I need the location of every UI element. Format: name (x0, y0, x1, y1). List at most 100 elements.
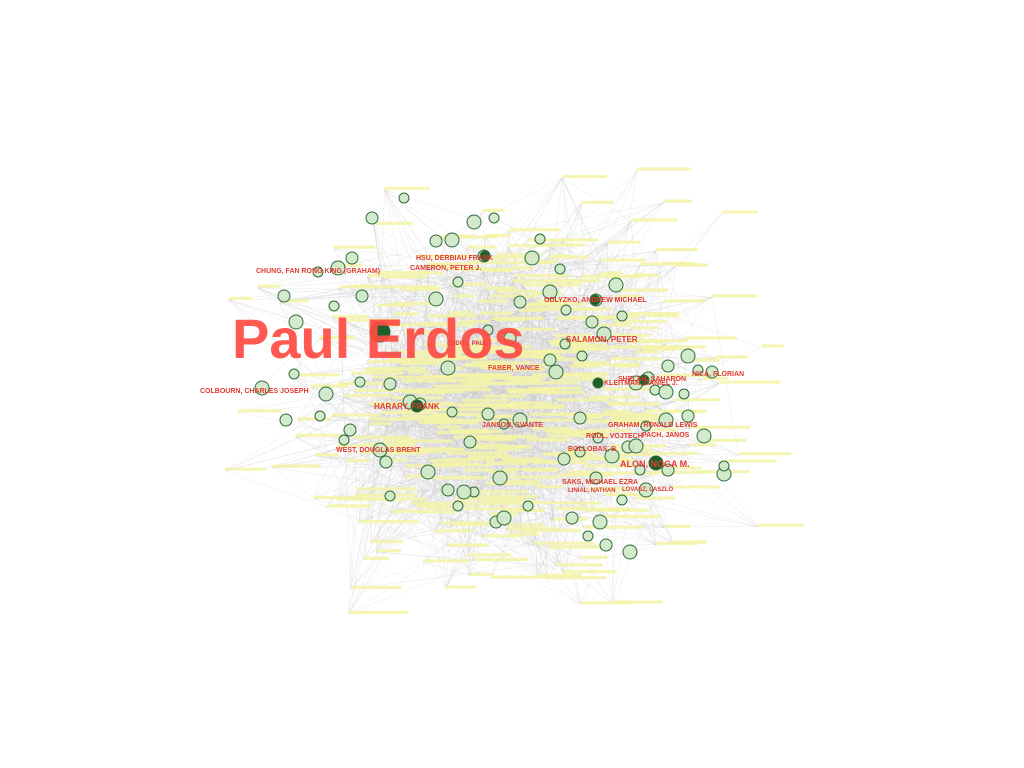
author-node[interactable] (354, 376, 366, 388)
author-node[interactable] (343, 423, 357, 437)
author-node[interactable] (661, 463, 675, 477)
author-node[interactable] (446, 406, 458, 418)
author-node[interactable] (599, 538, 613, 552)
minor-author-label (401, 379, 456, 383)
author-node[interactable] (638, 482, 654, 498)
author-node[interactable] (379, 455, 393, 469)
author-node[interactable] (661, 359, 675, 373)
author-node[interactable] (559, 338, 571, 350)
minor-author-label (496, 289, 538, 293)
author-node[interactable] (634, 464, 646, 476)
author-node[interactable] (428, 291, 444, 307)
author-node[interactable] (372, 442, 388, 458)
author-node[interactable] (692, 364, 704, 376)
author-node[interactable] (616, 310, 628, 322)
author-node[interactable] (680, 348, 696, 364)
author-node[interactable] (503, 331, 517, 345)
author-node[interactable] (640, 420, 652, 432)
author-node[interactable] (524, 250, 540, 266)
author-node[interactable] (328, 300, 340, 312)
high-degree-author-node[interactable] (479, 250, 491, 262)
author-node[interactable] (543, 353, 557, 367)
author-node[interactable] (705, 365, 719, 379)
author-node[interactable] (312, 266, 324, 278)
collaboration-edge (318, 285, 451, 340)
author-node[interactable] (440, 360, 456, 376)
author-node[interactable] (589, 471, 603, 485)
author-node[interactable] (279, 413, 293, 427)
author-node[interactable] (592, 514, 608, 530)
minor-author-label (290, 373, 340, 377)
author-node[interactable] (681, 409, 695, 423)
minor-author-label (568, 364, 599, 368)
author-node[interactable] (585, 315, 599, 329)
author-node[interactable] (596, 326, 612, 342)
author-node[interactable] (288, 368, 300, 380)
author-node[interactable] (554, 263, 566, 275)
author-node[interactable] (534, 233, 546, 245)
author-node[interactable] (608, 277, 624, 293)
author-node[interactable] (420, 464, 436, 480)
author-node[interactable] (254, 380, 270, 396)
author-node[interactable] (628, 438, 644, 454)
minor-author-label (295, 433, 345, 437)
author-node[interactable] (365, 211, 379, 225)
high-degree-author-node[interactable] (638, 374, 650, 386)
author-node[interactable] (466, 214, 482, 230)
high-degree-author-node[interactable] (648, 455, 664, 471)
author-node[interactable] (338, 434, 350, 446)
high-degree-author-node[interactable] (369, 321, 391, 343)
high-degree-author-node[interactable] (589, 294, 601, 306)
author-node[interactable] (444, 232, 460, 248)
author-node[interactable] (718, 460, 730, 472)
author-node[interactable] (622, 544, 638, 560)
author-node[interactable] (498, 418, 510, 430)
author-node[interactable] (576, 350, 588, 362)
author-node[interactable] (383, 377, 397, 391)
minor-author-label (556, 398, 610, 402)
author-node[interactable] (512, 412, 528, 428)
author-node[interactable] (582, 530, 594, 542)
author-node[interactable] (496, 510, 512, 526)
author-node[interactable] (696, 428, 712, 444)
author-node[interactable] (560, 304, 572, 316)
author-node[interactable] (565, 511, 579, 525)
author-node[interactable] (542, 284, 558, 300)
high-degree-author-node[interactable] (410, 399, 424, 413)
collaboration-edge (562, 241, 647, 349)
author-node[interactable] (574, 446, 586, 458)
author-node[interactable] (429, 234, 443, 248)
author-node[interactable] (330, 260, 346, 276)
high-degree-author-node[interactable] (592, 377, 604, 389)
author-node[interactable] (452, 276, 464, 288)
author-node[interactable] (441, 483, 455, 497)
author-node[interactable] (482, 324, 494, 336)
author-node[interactable] (355, 289, 369, 303)
author-node[interactable] (481, 407, 495, 421)
author-node[interactable] (288, 314, 304, 330)
author-node[interactable] (616, 494, 628, 506)
author-node[interactable] (604, 448, 620, 464)
author-node[interactable] (678, 388, 690, 400)
author-node[interactable] (398, 192, 410, 204)
author-node[interactable] (314, 410, 326, 422)
author-node[interactable] (318, 386, 334, 402)
author-node[interactable] (488, 212, 500, 224)
author-node[interactable] (384, 490, 396, 502)
author-node[interactable] (456, 484, 472, 500)
author-node[interactable] (592, 432, 604, 444)
author-node[interactable] (513, 295, 527, 309)
author-node[interactable] (345, 251, 359, 265)
author-node[interactable] (658, 412, 674, 428)
author-node[interactable] (463, 435, 477, 449)
author-node[interactable] (548, 364, 564, 380)
author-node[interactable] (522, 500, 534, 512)
author-node[interactable] (492, 470, 508, 486)
collaboration-edge (418, 326, 572, 342)
collaboration-edge (373, 224, 403, 394)
author-node[interactable] (557, 452, 571, 466)
author-node[interactable] (658, 384, 674, 400)
author-node[interactable] (277, 289, 291, 303)
author-node[interactable] (573, 411, 587, 425)
author-node[interactable] (452, 500, 464, 512)
